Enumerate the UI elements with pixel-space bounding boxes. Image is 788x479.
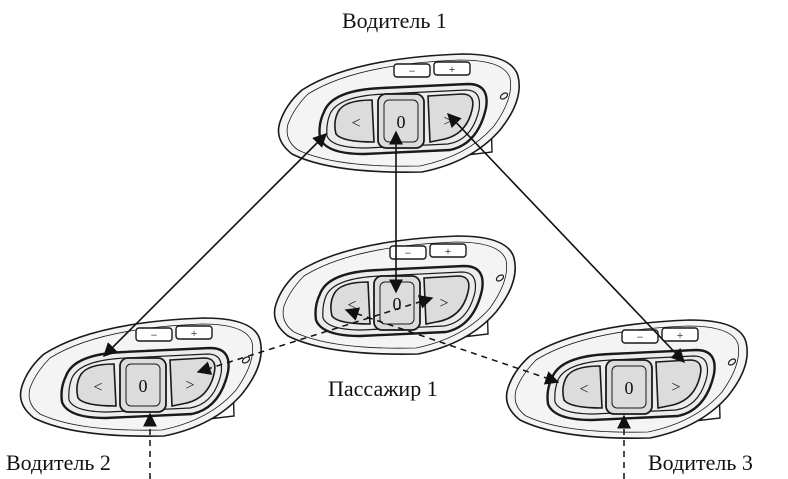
- driver3-volume-minus: −: [637, 330, 644, 344]
- device-driver1: − + < 0 >: [277, 52, 521, 174]
- link-driver1-right-driver3: [447, 112, 685, 364]
- driver2-center-symbol: 0: [139, 376, 148, 396]
- driver1-center-symbol: 0: [397, 112, 406, 132]
- driver1-right-symbol: >: [443, 113, 452, 130]
- driver1-volume-plus: +: [449, 62, 456, 76]
- driver3-left-symbol: <: [579, 381, 588, 398]
- passenger1-volume-minus: −: [405, 246, 412, 260]
- link-driver1-left-driver2: [103, 133, 327, 357]
- device-passenger1: − + < 0 >: [273, 234, 517, 356]
- driver3-right-symbol: >: [671, 379, 680, 396]
- label-driver2: Водитель 2: [6, 450, 111, 475]
- label-passenger1: Пассажир 1: [328, 376, 438, 401]
- device-driver3: − + < 0 >: [505, 318, 749, 440]
- driver1-left-symbol: <: [351, 115, 360, 132]
- device-driver2: − + < 0 >: [19, 316, 263, 438]
- link-passenger1-driver2-dashed: [196, 295, 434, 375]
- passenger1-volume-plus: +: [445, 244, 452, 258]
- link-passenger1-driver3-dashed: [344, 307, 560, 385]
- driver1-volume-minus: −: [409, 64, 416, 78]
- label-driver3: Водитель 3: [648, 450, 753, 475]
- label-driver1: Водитель 1: [342, 8, 447, 33]
- passenger1-center-symbol: 0: [393, 294, 402, 314]
- driver2-left-symbol: <: [93, 379, 102, 396]
- driver2-right-symbol: >: [185, 377, 194, 394]
- driver3-volume-plus: +: [677, 328, 684, 342]
- driver3-center-symbol: 0: [625, 378, 634, 398]
- driver2-volume-plus: +: [191, 326, 198, 340]
- driver2-volume-minus: −: [151, 328, 158, 342]
- passenger1-right-symbol: >: [439, 295, 448, 312]
